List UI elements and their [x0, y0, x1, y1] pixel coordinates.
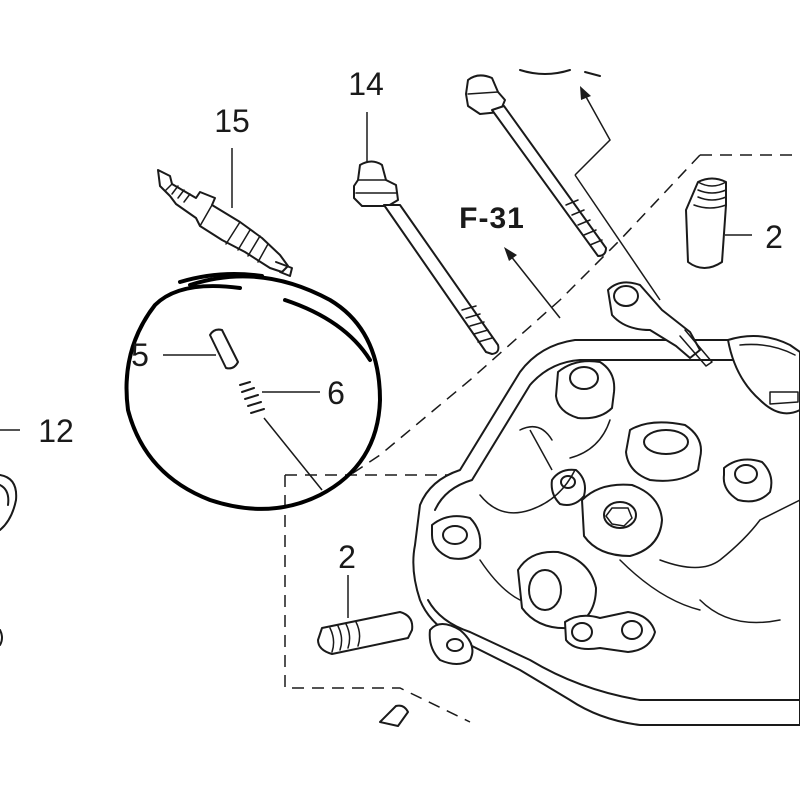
- label-ref-f31: F-31: [459, 202, 525, 235]
- label-part-5: 5: [131, 337, 149, 373]
- dashed-reference-lines: [284, 154, 800, 723]
- dowel-pin: [163, 328, 239, 370]
- cut-part-edge: [519, 69, 601, 77]
- label-part-15: 15: [214, 103, 250, 139]
- highlight-circle: [124, 274, 382, 511]
- label-part-2-bottom: 2: [338, 539, 356, 575]
- arrow-top-right: [574, 86, 661, 301]
- bolt-top: [465, 74, 607, 257]
- spring: [239, 381, 323, 491]
- label-part-6: 6: [327, 375, 345, 411]
- label-part-12: 12: [38, 413, 74, 449]
- label-part-2-top: 2: [765, 219, 783, 255]
- highlight-circle-overstroke: [178, 272, 372, 362]
- spark-plug: [157, 148, 293, 277]
- bolt-bottom-tip: [379, 704, 409, 727]
- arrow-to-f31: [504, 247, 561, 319]
- cylinder-head: [412, 281, 800, 726]
- bolt-14: [353, 112, 500, 355]
- valve-guide-top: [685, 177, 752, 269]
- label-part-14: 14: [348, 66, 384, 102]
- item-12-fragment: [0, 429, 20, 646]
- valve-guide-bottom: [317, 575, 414, 655]
